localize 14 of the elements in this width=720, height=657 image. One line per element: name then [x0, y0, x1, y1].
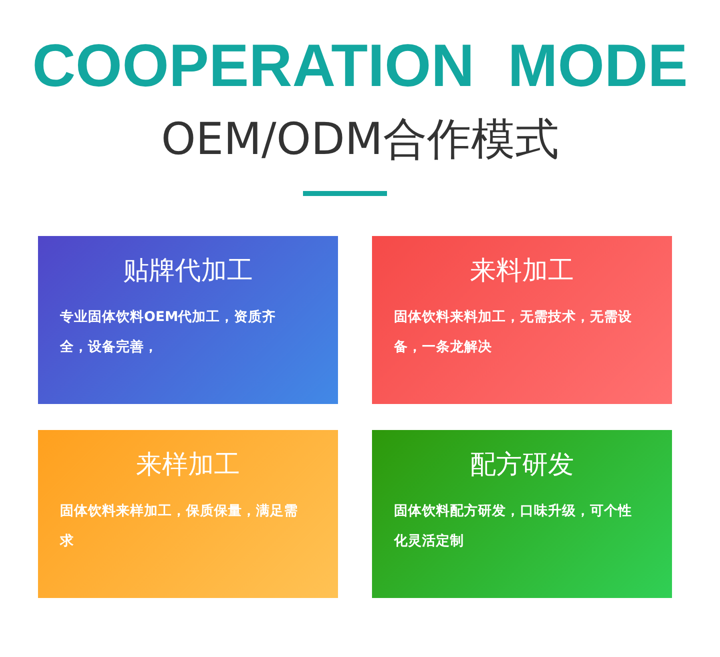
card-description: 固体饮料配方研发，口味升级，可个性化灵活定制 — [394, 502, 633, 551]
card-heading: 配方研发 — [469, 449, 575, 482]
card-description: 专业固体饮料OEM代加工，资质齐全，设备完善， — [60, 308, 278, 357]
service-card — [372, 236, 672, 404]
service-card — [38, 430, 338, 598]
card-heading: 来样加工 — [135, 449, 241, 482]
subtitle: OEM/ODM合作模式 — [160, 113, 560, 167]
service-card — [38, 236, 338, 404]
card-description: 固体饮料来样加工，保质保量，满足需求 — [60, 502, 299, 551]
title: COOPERATION MODE — [31, 31, 689, 101]
card-description: 固体饮料来料加工，无需技术，无需设备，一条龙解决 — [394, 308, 633, 357]
card-heading: 来料加工 — [469, 255, 575, 288]
card-heading: 贴牌代加工 — [122, 255, 254, 288]
service-card — [372, 430, 672, 598]
